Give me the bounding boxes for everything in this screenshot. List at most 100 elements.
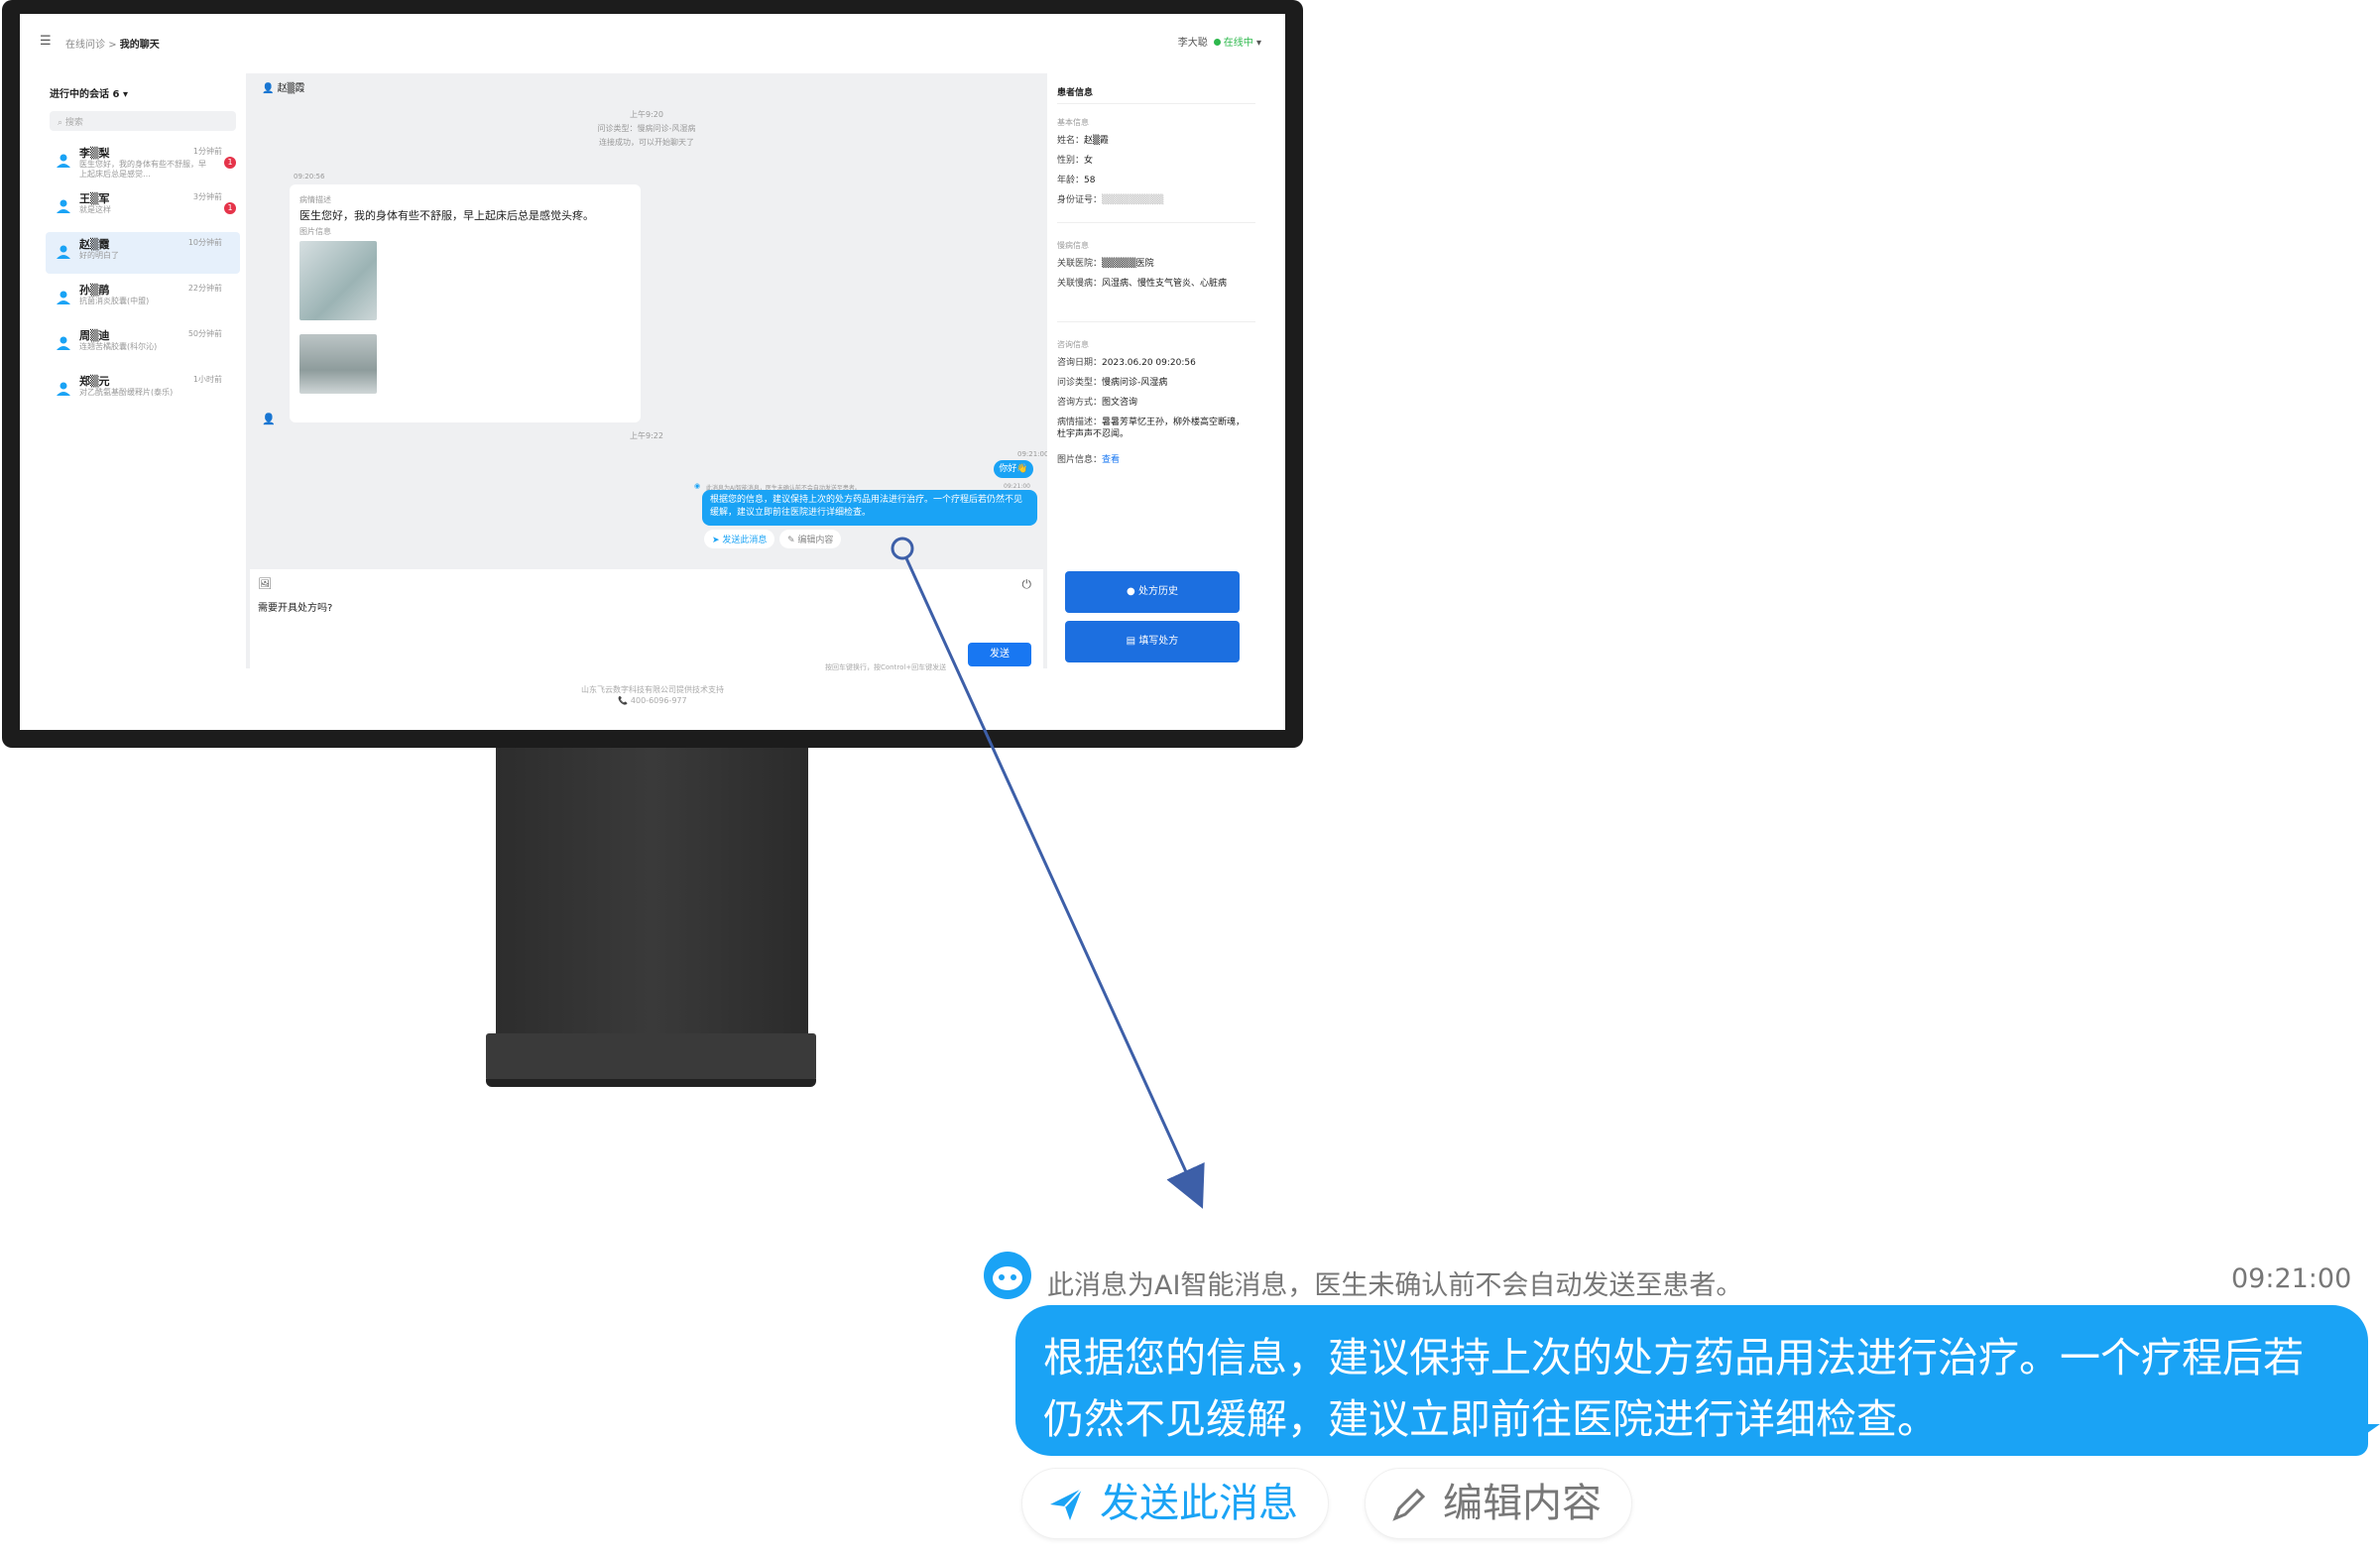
method-key: 咨询方式： (1057, 398, 1103, 408)
consult-info-section: 咨询信息 (1057, 340, 1089, 349)
ai-message-time: 09:21:00 (2231, 1263, 2352, 1294)
input-hint: 按回车键换行，按Control+回车键发送 (825, 663, 947, 671)
bubble-tail (2346, 1424, 2380, 1448)
conversation-preview: 好的明白了 (79, 251, 119, 260)
conversation-preview: 抗菌消炎胶囊(中盟) (79, 297, 150, 305)
history-icon: ● (1127, 586, 1135, 597)
top-bar: ☰ 在线问诊 > 我的聊天 李大聪在线中 ▾ (20, 14, 1285, 67)
date-key: 咨询日期： (1057, 358, 1103, 368)
chat-header: 👤 赵▒霞 (250, 73, 1043, 99)
patient-image-label: 图片信息 (299, 227, 331, 236)
conversation-name: 李▒梨 (79, 147, 110, 160)
hospital-row: 关联医院：▒▒▒▒▒医院 (1057, 258, 1255, 270)
edit-ai-message-button-small[interactable]: ✎ 编辑内容 (779, 530, 842, 548)
avatar-icon (57, 291, 70, 304)
patient-image-2[interactable] (299, 334, 377, 394)
monitor-stand-base (486, 1033, 816, 1087)
breadcrumb: 在线问诊 > 我的聊天 (65, 36, 160, 51)
ai-message-bubble: 根据您的信息，建议保持上次的处方药品用法进行治疗。一个疗程后若仍然不见缓解，建议… (1015, 1305, 2368, 1456)
image-upload-icon[interactable]: 🖼 (258, 577, 272, 590)
search-icon: ⌕ (58, 118, 63, 128)
conversation-item[interactable]: 郑▒元 1小时前对乙酰氨基酚缓释片(泰乐) (46, 369, 240, 411)
chronic-info-section: 慢病信息 (1057, 241, 1089, 250)
fill-prescription-button[interactable]: ▤ 填写处方 (1065, 621, 1240, 662)
conversation-name: 赵▒霞 (79, 238, 110, 251)
hospital-value: ▒▒▒▒▒医院 (1102, 259, 1154, 269)
power-icon[interactable]: ⏻ (1021, 577, 1032, 591)
breadcrumb-current: 我的聊天 (119, 40, 160, 51)
monitor-stand-neck (496, 748, 808, 1035)
system-connected: 连接成功，可以开始聊天了 (599, 138, 694, 147)
desc-key: 病情描述： (1057, 418, 1103, 427)
online-status-dot-icon (1213, 39, 1221, 46)
prescription-history-button[interactable]: ● 处方历史 (1065, 571, 1240, 613)
type-key: 问诊类型： (1057, 378, 1103, 388)
name-value: 赵▒霞 (1084, 136, 1109, 146)
patient-image-1[interactable] (299, 241, 377, 320)
ai-note-small: 此消息为AI智能消息，医生未确认前不会自动发送至患者。 (706, 485, 861, 492)
hospital-key: 关联医院： (1057, 259, 1103, 269)
pencil-icon (1392, 1488, 1426, 1521)
chevron-down-icon: ▾ (1255, 38, 1261, 49)
patient-info-panel: 患者信息 基本信息 姓名：赵▒霞 性别：女 年龄：58 身份证号：▒▒▒▒▒▒▒… (1047, 73, 1265, 668)
img-row: 图片信息：查看 (1057, 454, 1255, 466)
user-name: 李大聪 (1177, 38, 1208, 49)
send-button[interactable]: 发送 (968, 643, 1031, 666)
send-ai-message-button[interactable]: 发送此消息 (1021, 1468, 1329, 1539)
name-row: 姓名：赵▒霞 (1057, 135, 1255, 147)
breadcrumb-separator: > (108, 40, 117, 51)
user-menu[interactable]: 李大聪在线中 ▾ (1178, 34, 1261, 49)
conversation-preview: 对乙酰氨基酚缓释片(泰乐) (79, 388, 174, 397)
avatar-icon: 👤 (262, 83, 275, 94)
monitor-frame: ☰ 在线问诊 > 我的聊天 李大聪在线中 ▾ 进行中的会话 6 ▾ ⌕ 搜索 李… (2, 0, 1303, 748)
breadcrumb-parent[interactable]: 在线问诊 (65, 40, 105, 51)
doctor-message-bubble: 你好👋 (994, 460, 1033, 478)
conversation-item[interactable]: 孙▒鹃 22分钟前抗菌消炎胶囊(中盟) (46, 278, 240, 319)
age-key: 年龄： (1057, 176, 1085, 185)
doctor-message-time: 09:21:00 (1017, 450, 1049, 458)
date-value: 2023.06.20 09:20:56 (1102, 358, 1196, 368)
conversation-name: 郑▒元 (79, 375, 110, 388)
system-time-2: 上午9:22 (630, 431, 663, 440)
message-input-area[interactable]: 🖼 ⏻ 需要开具处方吗? 按回车键换行，按Control+回车键发送 (250, 569, 1043, 671)
avatar-icon (57, 199, 70, 213)
ai-message-zoom: 此消息为AI智能消息，医生未确认前不会自动发送至患者。 09:21:00 根据您… (982, 1230, 2380, 1559)
conversation-list-header[interactable]: 进行中的会话 6 ▾ (50, 85, 128, 100)
id-value: ▒▒▒▒▒▒▒▒▒ (1102, 195, 1164, 205)
conversation-time: 3分钟前 (192, 192, 222, 201)
conversation-item[interactable]: 赵▒霞 10分钟前好的明白了 (46, 232, 240, 274)
method-value: 图文咨询 (1102, 398, 1138, 408)
divider (1057, 321, 1255, 322)
conversation-time: 10分钟前 (187, 238, 222, 247)
patient-message-time: 09:20:56 (294, 173, 325, 180)
footer-company: 山东飞云数字科技有限公司提供技术支持 (581, 685, 724, 694)
img-key: 图片信息： (1057, 455, 1103, 465)
edit-action-label: 编辑内容 (1443, 1481, 1602, 1526)
ai-message-bubble-small: 根据您的信息，建议保持上次的处方药品用法进行治疗。一个疗程后若仍然不见缓解，建议… (702, 490, 1037, 526)
search-input[interactable]: ⌕ 搜索 (50, 111, 236, 131)
basic-info-section: 基本信息 (1057, 118, 1089, 127)
system-consult-type: 问诊类型：慢病问诊-风湿病 (597, 124, 696, 133)
pencil-icon: ✎ (787, 536, 795, 545)
system-time: 上午9:20 (630, 110, 663, 119)
desc-row: 病情描述：暑暑芳草忆王孙，柳外楼高空断魂，杜宇声声不忍闻。 (1057, 417, 1251, 440)
avatar-icon (57, 336, 70, 350)
method-row: 咨询方式：图文咨询 (1057, 397, 1255, 409)
conversation-preview: 就是这样 (79, 205, 111, 214)
view-images-link[interactable]: 查看 (1102, 455, 1121, 465)
menu-collapse-icon[interactable]: ☰ (40, 34, 52, 49)
app-screen: ☰ 在线问诊 > 我的聊天 李大聪在线中 ▾ 进行中的会话 6 ▾ ⌕ 搜索 李… (20, 14, 1285, 730)
conversation-time: 22分钟前 (187, 284, 222, 293)
edit-ai-message-button[interactable]: 编辑内容 (1365, 1468, 1632, 1539)
conversation-time: 1小时前 (192, 375, 222, 384)
send-icon (1050, 1488, 1083, 1520)
message-input[interactable]: 需要开具处方吗? (258, 603, 333, 614)
send-ai-message-button-small[interactable]: ➤ 发送此消息 (704, 530, 775, 548)
conversation-name: 孙▒鹃 (79, 284, 110, 297)
disease-row: 关联慢病：风湿病、慢性支气管炎、心脏病 (1057, 278, 1242, 290)
patient-panel-title: 患者信息 (1057, 88, 1094, 98)
